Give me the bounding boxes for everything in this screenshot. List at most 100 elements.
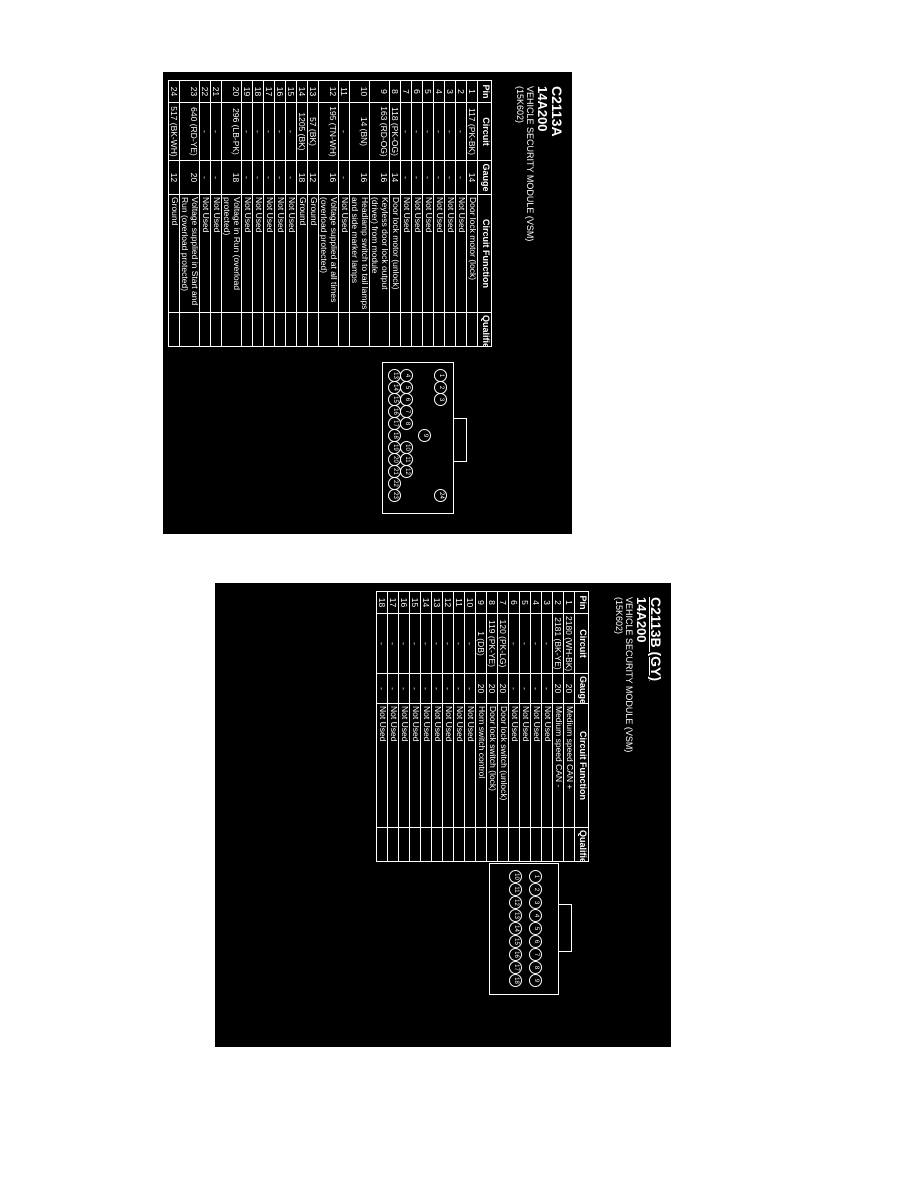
function-cell: Ground xyxy=(168,194,180,313)
function-cell: Medium speed CAN - xyxy=(552,703,564,828)
connector-b-rotated-sheet: C2113B (GY) 14A200 VEHICLE SECURITY MODU… xyxy=(215,583,671,1047)
circuit-cell: - xyxy=(274,102,286,161)
pin-cell: 1 xyxy=(466,80,478,103)
function-cell: Not Used xyxy=(376,703,388,828)
circuit-cell: - xyxy=(455,102,467,161)
function-cell: Not Used xyxy=(241,194,253,313)
function-cell: Door lock motor (lock) xyxy=(466,194,478,313)
pin-cell: 21 xyxy=(210,80,222,103)
connector-b-cavity: 7 xyxy=(529,948,542,961)
function-cell: Not Used xyxy=(541,703,553,828)
gauge-cell: - xyxy=(420,673,432,704)
table-row: 18--Not Used xyxy=(252,80,264,347)
qualifier-cell xyxy=(466,312,478,347)
pin-cell: 14 xyxy=(296,80,308,103)
pin-cell: 20 xyxy=(221,80,242,103)
function-cell: Not Used xyxy=(422,194,434,313)
gauge-cell: - xyxy=(519,673,531,704)
table-row: 2--Not Used xyxy=(455,80,467,347)
circuit-cell: - xyxy=(464,613,476,674)
function-cell: Not Used xyxy=(508,703,520,828)
gauge-cell: - xyxy=(400,160,412,195)
gauge-cell: 12 xyxy=(168,160,180,195)
connector-b-cavity: 15 xyxy=(509,935,522,948)
table-row: 4--Not Used xyxy=(530,591,542,862)
circuit-cell: 163 (RD-OG) xyxy=(369,102,390,161)
connector-b-header: C2113B (GY) 14A200 VEHICLE SECURITY MODU… xyxy=(614,597,664,752)
table-row: 19--Not Used xyxy=(241,80,253,347)
circuit-cell: 14 (BN) xyxy=(349,102,370,161)
function-cell: Headlamp switch to tail lamps and side m… xyxy=(349,194,370,313)
qualifier-cell xyxy=(241,312,253,347)
connector-b-cavity: 17 xyxy=(509,961,522,974)
pin-cell: 6 xyxy=(411,80,423,103)
circuit-cell: - xyxy=(285,102,297,161)
function-cell: Not Used xyxy=(409,703,421,828)
header-gauge: Gauge xyxy=(477,160,492,195)
gauge-cell: - xyxy=(464,673,476,704)
connector-a-part: 14A200 xyxy=(534,86,550,132)
circuit-cell: - xyxy=(420,613,432,674)
pin-cell: 5 xyxy=(422,80,434,103)
circuit-cell: - xyxy=(400,102,412,161)
pin-cell: 18 xyxy=(376,591,388,614)
qualifier-cell xyxy=(563,827,575,862)
qualifier-cell xyxy=(433,312,445,347)
connector-b-latch xyxy=(559,904,572,952)
table-row: 17--Not Used xyxy=(387,591,399,862)
function-cell: Not Used xyxy=(530,703,542,828)
pin-cell: 3 xyxy=(444,80,456,103)
gauge-cell: 14 xyxy=(389,160,401,195)
function-cell: Not Used xyxy=(411,194,423,313)
connector-b-code: (15K602) xyxy=(614,597,625,635)
gauge-cell: - xyxy=(444,160,456,195)
function-cell: Not Used xyxy=(338,194,350,313)
header-function: Circuit Function xyxy=(574,703,589,828)
circuit-cell: - xyxy=(453,613,465,674)
connector-b-cavity: 13 xyxy=(509,909,522,922)
circuit-cell: 195 (TN-WH) xyxy=(318,102,339,161)
function-cell: Not Used xyxy=(444,194,456,313)
function-cell: Not Used xyxy=(453,703,465,828)
table-row: 5--Not Used xyxy=(422,80,434,347)
pin-cell: 5 xyxy=(519,591,531,614)
connector-a-cavity: 23 xyxy=(388,489,401,502)
connector-a-cavity: 12 xyxy=(400,465,413,478)
circuit-cell: - xyxy=(199,102,211,161)
header-circuit: Circuit xyxy=(574,613,589,674)
circuit-cell: 117 (PK-BK) xyxy=(466,102,478,161)
qualifier-cell xyxy=(263,312,275,347)
pin-cell: 11 xyxy=(338,80,350,103)
connector-b-cavity: 6 xyxy=(529,935,542,948)
pin-cell: 24 xyxy=(168,80,180,103)
qualifier-cell xyxy=(541,827,553,862)
gauge-cell: - xyxy=(210,160,222,195)
pin-cell: 18 xyxy=(252,80,264,103)
circuit-cell: - xyxy=(376,613,388,674)
function-cell: Not Used xyxy=(519,703,531,828)
function-cell: Not Used xyxy=(431,703,443,828)
function-cell: Not Used xyxy=(464,703,476,828)
pin-cell: 4 xyxy=(433,80,445,103)
pin-cell: 13 xyxy=(431,591,443,614)
gauge-cell: - xyxy=(241,160,253,195)
connector-a-code: (15K602) xyxy=(515,86,526,124)
table-row: 13--Not Used xyxy=(431,591,443,862)
gauge-cell: - xyxy=(422,160,434,195)
connector-b-cavity: 1 xyxy=(529,870,542,883)
connector-a-cavity: 9 xyxy=(418,429,431,442)
table-row: 15--Not Used xyxy=(285,80,297,347)
table-row: 3--Not Used xyxy=(444,80,456,347)
table-row: 4--Not Used xyxy=(433,80,445,347)
circuit-cell: - xyxy=(433,102,445,161)
pin-cell: 9 xyxy=(369,80,390,103)
connector-a-table-header: Pin Circuit Gauge Circuit Function Quali… xyxy=(477,80,492,347)
connector-b-cavity: 3 xyxy=(529,896,542,909)
